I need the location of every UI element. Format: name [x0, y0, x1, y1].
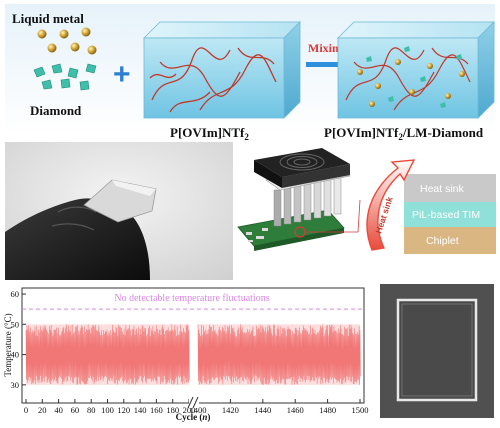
heat-flow-arrow-icon	[366, 159, 416, 251]
x-tick-label-1440: 1440	[254, 405, 271, 415]
liquid-metal-droplets-icon	[37, 27, 97, 55]
x-axis-label: Cycle (n)	[176, 412, 211, 422]
composite-particles-icon	[357, 46, 465, 108]
cooling-fan-icon	[254, 148, 350, 188]
chart-annotation: No detectable temperature fluctuations	[114, 293, 269, 304]
schematic-panel: Liquid metal Diamond +	[5, 4, 495, 142]
x-tick-label-160: 160	[150, 405, 163, 415]
x-tick-label-1420: 1420	[222, 405, 239, 415]
x-tick-label-1400: 1400	[190, 405, 207, 415]
x-tick-label-180: 180	[166, 405, 179, 415]
x-tick-label-20: 20	[38, 405, 47, 415]
heat-sink-layer-label: Heat sink	[420, 183, 465, 195]
plus-sign: +	[113, 58, 131, 91]
y-axis-label: Temperature (°C)	[3, 313, 13, 376]
temperature-trace-0	[25, 324, 190, 385]
chiplet-layer	[404, 227, 496, 254]
x-tick-label-80: 80	[87, 405, 96, 415]
sample-photo	[5, 142, 233, 280]
chip-heatsink-illustration: Heat sink PiL-based TIM Chiplet Heat sin…	[237, 148, 496, 254]
x-tick-label-0: 0	[24, 405, 28, 415]
sem-micrograph	[380, 284, 494, 418]
temperature-trace-1	[197, 324, 361, 385]
y-tick-label-50: 50	[11, 319, 20, 329]
y-tick-label-40: 40	[11, 350, 20, 360]
x-tick-label-140: 140	[134, 405, 147, 415]
x-tick-label-200: 200	[183, 405, 196, 415]
x-tick-label-100: 100	[101, 405, 114, 415]
x-tick-label-1500: 1500	[352, 405, 369, 415]
x-tick-label-1480: 1480	[319, 405, 336, 415]
x-tick-label-120: 120	[117, 405, 130, 415]
temperature-cycling-chart: No detectable temperature fluctuations 3…	[3, 287, 369, 422]
diamond-particles-icon	[33, 63, 97, 91]
x-tick-label-1460: 1460	[287, 405, 304, 415]
x-tick-label-60: 60	[71, 405, 80, 415]
composite-name: P[OVIm]NTf2/LM-Diamond	[324, 125, 484, 142]
x-tick-label-40: 40	[54, 405, 63, 415]
polymer-cube	[143, 21, 301, 119]
liquid-metal-label: Liquid metal	[12, 11, 84, 26]
tim-layer-label: PiL-based TIM	[412, 209, 480, 221]
chiplet-layer-label: Chiplet	[426, 235, 459, 247]
mixing-label: Mixing	[308, 41, 345, 55]
y-tick-label-60: 60	[11, 289, 20, 299]
axis-break-icon	[187, 396, 199, 409]
heat-sink-layer	[404, 174, 496, 202]
sem-square-pattern	[396, 298, 478, 402]
polymer-chains-icon	[149, 47, 277, 113]
composite-cube	[337, 21, 495, 119]
tim-layer	[404, 202, 496, 227]
polymer-name: P[OVIm]NTf2	[170, 125, 249, 142]
y-tick-label-30: 30	[11, 380, 20, 390]
zoom-lines-icon	[305, 199, 361, 233]
diamond-label: Diamond	[30, 103, 82, 118]
